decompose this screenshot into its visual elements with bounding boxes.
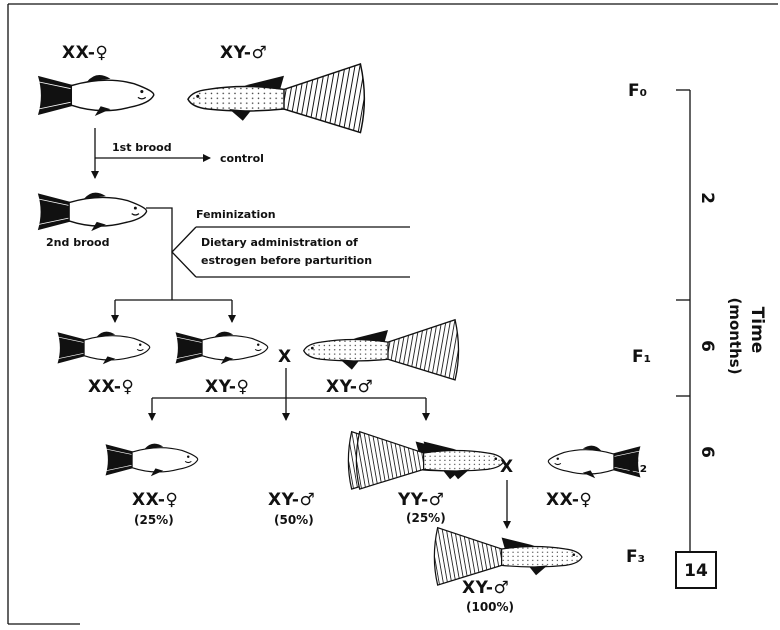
- interval-3: 6: [697, 446, 717, 458]
- parent-female-label: XX-♀: [62, 43, 108, 63]
- f1-female-xx-label: XX-♀: [88, 377, 134, 397]
- interval-2: 6: [697, 340, 717, 352]
- feminization-label: Feminization: [196, 208, 276, 221]
- f2-female-fish: [104, 442, 199, 477]
- f3-male-label: XY-♂: [462, 578, 509, 598]
- treatment-line2: estrogen before parturition: [201, 254, 372, 267]
- f1-male-label: XY-♂: [326, 377, 373, 397]
- f2-male-xy-pct: (50%): [274, 513, 314, 527]
- parent-female-fish: [37, 74, 155, 117]
- f3-male-pct: (100%): [466, 600, 514, 614]
- f2-male-xy-label: XY-♂: [268, 490, 315, 510]
- timeline-f3-label: F₃: [626, 547, 645, 567]
- f2-cross-female-fish: [547, 444, 642, 479]
- f2-female-pct: (25%): [134, 513, 174, 527]
- timeline-f1-label: F₁: [632, 347, 651, 367]
- parent-male-label: XY-♂: [220, 43, 267, 63]
- f1-female-xy-label: XY-♀: [205, 377, 249, 397]
- axis-unit: (months): [726, 297, 744, 374]
- interval-1: 2: [697, 192, 717, 204]
- parent-male-fish: [187, 63, 366, 134]
- first-brood-label: 1st brood: [112, 141, 172, 154]
- f1-female-xy-fish: [174, 330, 269, 365]
- axis-title: Time: [747, 307, 767, 354]
- f1-male-fish: [303, 319, 460, 381]
- second-brood-fish: [37, 191, 148, 232]
- f1-cross-symbol: X: [278, 347, 292, 367]
- timeline-f0-label: F₀: [628, 81, 647, 101]
- f2-female-label: XX-♀: [132, 490, 178, 510]
- f2-male-yy-pct: (25%): [406, 511, 446, 525]
- f3-male-fish: [433, 527, 583, 586]
- timeline-f2-label: F₂: [628, 457, 647, 477]
- total-box: [675, 551, 717, 589]
- control-label: control: [220, 152, 264, 165]
- f2-cross-female-label: XX-♀: [546, 490, 592, 510]
- treatment-line1: Dietary administration of: [201, 236, 358, 249]
- f2-male-yy-fish: [355, 431, 505, 490]
- treatment-bracket: [171, 226, 410, 278]
- f2-cross-symbol: X: [500, 457, 514, 477]
- total-label: 14: [684, 561, 708, 581]
- second-brood-line: [146, 207, 173, 300]
- f2-male-yy-label: YY-♂: [397, 490, 444, 510]
- second-brood-label: 2nd brood: [46, 236, 109, 249]
- f1-female-xx-fish: [56, 330, 151, 365]
